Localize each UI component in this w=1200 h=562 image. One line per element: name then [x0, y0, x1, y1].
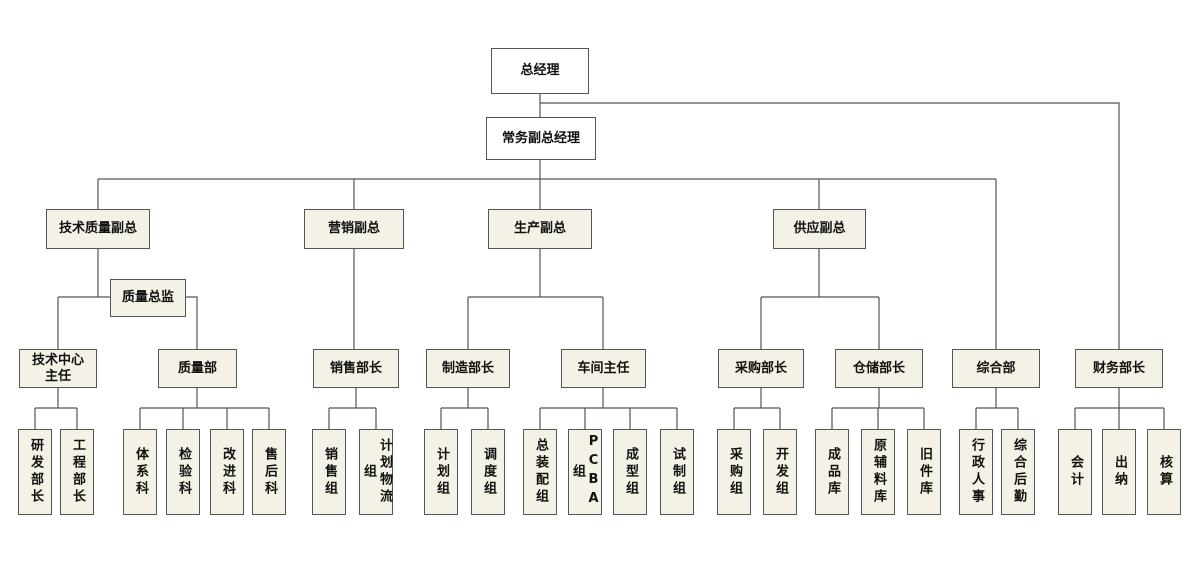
- connector: [539, 388, 678, 429]
- accounting-box: 会计: [1058, 429, 1092, 515]
- quality-director-box: 质量总监: [110, 279, 186, 317]
- forming-group-box: 成型组: [613, 429, 647, 515]
- old-parts-store-box: 旧件库: [907, 429, 941, 515]
- inspection-section-box: 检验科: [166, 429, 200, 515]
- hr-admin-box: 行政人事: [959, 429, 993, 515]
- executive-vp-box: 常务副总经理: [486, 117, 596, 160]
- system-section-box: 体系科: [123, 429, 157, 515]
- eng-manager-box: 工程部长: [60, 429, 94, 515]
- warehouse-manager-box: 仓储部长: [835, 349, 923, 388]
- costing-box: 核算: [1147, 429, 1181, 515]
- vp-tech-quality-box: 技术质量副总: [46, 209, 150, 249]
- connector: [831, 388, 925, 429]
- rd-manager-box: 研发部长: [18, 429, 52, 515]
- assembly-group-box: 总装配组: [523, 429, 557, 515]
- finance-manager-box: 财务部长: [1075, 349, 1163, 388]
- connector: [440, 388, 489, 429]
- connector: [186, 296, 198, 349]
- scheduling-group-box: 调度组: [471, 429, 505, 515]
- connector: [540, 102, 1120, 349]
- general-dept-box: 综合部: [952, 349, 1040, 388]
- manufacturing-manager-box: 制造部长: [426, 349, 510, 388]
- connector: [139, 388, 270, 429]
- workshop-head-box: 车间主任: [561, 349, 646, 388]
- trial-group-box: 试制组: [660, 429, 694, 515]
- aftersales-section-box: 售后科: [252, 429, 286, 515]
- connector: [1074, 388, 1165, 429]
- quality-dept-box: 质量部: [158, 349, 237, 388]
- planning-logistics-group-box: 计划物流组: [359, 429, 393, 515]
- connector: [975, 388, 1019, 429]
- purchasing-manager-box: 采购部长: [718, 349, 804, 388]
- sales-group-box: 销售组: [312, 429, 346, 515]
- pcba-group-box: PCBA组: [568, 429, 602, 515]
- finished-goods-store-box: 成品库: [815, 429, 849, 515]
- general-logistics-box: 综合后勤: [1001, 429, 1035, 515]
- raw-material-store-box: 原辅料库: [861, 429, 895, 515]
- cashier-box: 出纳: [1102, 429, 1136, 515]
- vp-supply-box: 供应副总: [773, 209, 866, 249]
- tech-center-head-box: 技术中心主任: [19, 349, 97, 388]
- connector: [328, 388, 377, 429]
- improvement-section-box: 改进科: [210, 429, 244, 515]
- purchasing-group-box: 采购组: [717, 429, 751, 515]
- connector: [34, 388, 78, 429]
- planning-group-box: 计划组: [424, 429, 458, 515]
- vp-marketing-box: 营销副总: [304, 209, 404, 249]
- development-group-box: 开发组: [763, 429, 797, 515]
- vp-production-box: 生产副总: [488, 209, 592, 249]
- sales-manager-box: 销售部长: [313, 349, 399, 388]
- connector: [733, 388, 781, 429]
- general-manager-box: 总经理: [491, 48, 589, 94]
